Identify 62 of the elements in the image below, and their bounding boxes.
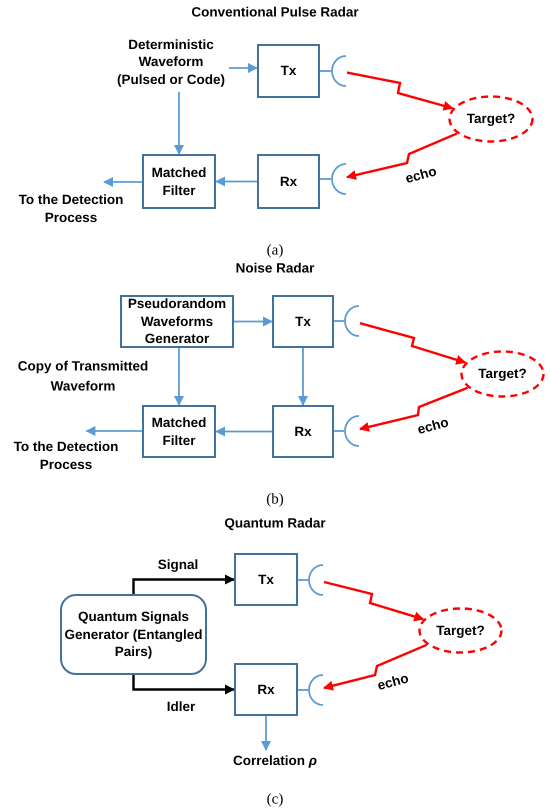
flow-label: Deterministic Waveform (Pulsed or Code) — [113, 32, 229, 92]
process-box: Tx — [234, 553, 298, 606]
arrow — [298, 348, 308, 406]
process-box: Tx — [257, 44, 320, 98]
flow-label: To the Detection Process — [11, 189, 131, 229]
arrow — [261, 716, 271, 751]
flow-label: Correlation ρ — [215, 750, 335, 772]
arrow — [215, 426, 272, 436]
arrow — [346, 132, 458, 180]
arrow — [359, 386, 468, 432]
edge-label: echo — [375, 669, 411, 696]
arrow — [174, 348, 184, 406]
connector-line — [298, 689, 308, 691]
panel-title: Quantum Radar — [224, 516, 326, 530]
antenna-icon — [308, 674, 324, 706]
arrow — [85, 426, 142, 436]
process-box: Matched Filter — [142, 154, 216, 209]
flow-label: To the Detection Process — [6, 435, 126, 476]
connector-line — [334, 320, 344, 322]
panel-caption: (a) — [266, 242, 284, 260]
panel-caption: (b) — [266, 492, 284, 508]
antenna-icon — [331, 55, 347, 87]
arrow — [234, 316, 273, 326]
arrow — [215, 176, 257, 186]
connector-line — [320, 70, 331, 72]
edge-label: Signal — [158, 556, 198, 574]
arrow — [324, 580, 424, 622]
antenna-icon — [331, 163, 347, 195]
edge-label: Copy of Transmitted Waveform — [16, 357, 150, 395]
arrow — [132, 675, 235, 694]
connector-line — [334, 430, 344, 432]
arrow — [103, 177, 142, 187]
target-ellipse — [460, 350, 545, 398]
node-text: Target? — [478, 365, 527, 383]
process-box: Rx — [234, 663, 298, 716]
edge-label: Idler — [166, 698, 196, 716]
process-box: Rx — [272, 405, 334, 458]
arrow — [323, 644, 428, 691]
arrow — [174, 92, 184, 155]
antenna-icon — [344, 305, 360, 337]
panel-title: Noise Radar — [236, 260, 314, 276]
process-box: Matched Filter — [142, 405, 216, 458]
edge-label: echo — [415, 413, 451, 440]
arrow — [346, 71, 454, 111]
antenna-icon — [308, 564, 324, 596]
process-box: Tx — [272, 295, 334, 348]
panel-caption: (c) — [266, 792, 284, 808]
process-box: Pseudorandom Waveforms Generator — [120, 295, 234, 348]
target-ellipse — [418, 607, 503, 654]
edge-label: echo — [403, 162, 439, 188]
panel-title: Conventional Pulse Radar — [191, 4, 359, 20]
process-box: Rx — [257, 154, 320, 209]
antenna-icon — [344, 415, 360, 447]
connector-line — [320, 178, 331, 180]
node-text: Target? — [466, 110, 516, 128]
node-text: Target? — [436, 622, 485, 640]
target-ellipse — [448, 95, 534, 143]
arrow — [132, 574, 235, 594]
arrow — [229, 63, 258, 73]
arrow — [360, 322, 466, 365]
generator-box: Quantum Signals Generator (Entangled Pairs) — [60, 594, 207, 675]
connector-line — [298, 579, 308, 581]
